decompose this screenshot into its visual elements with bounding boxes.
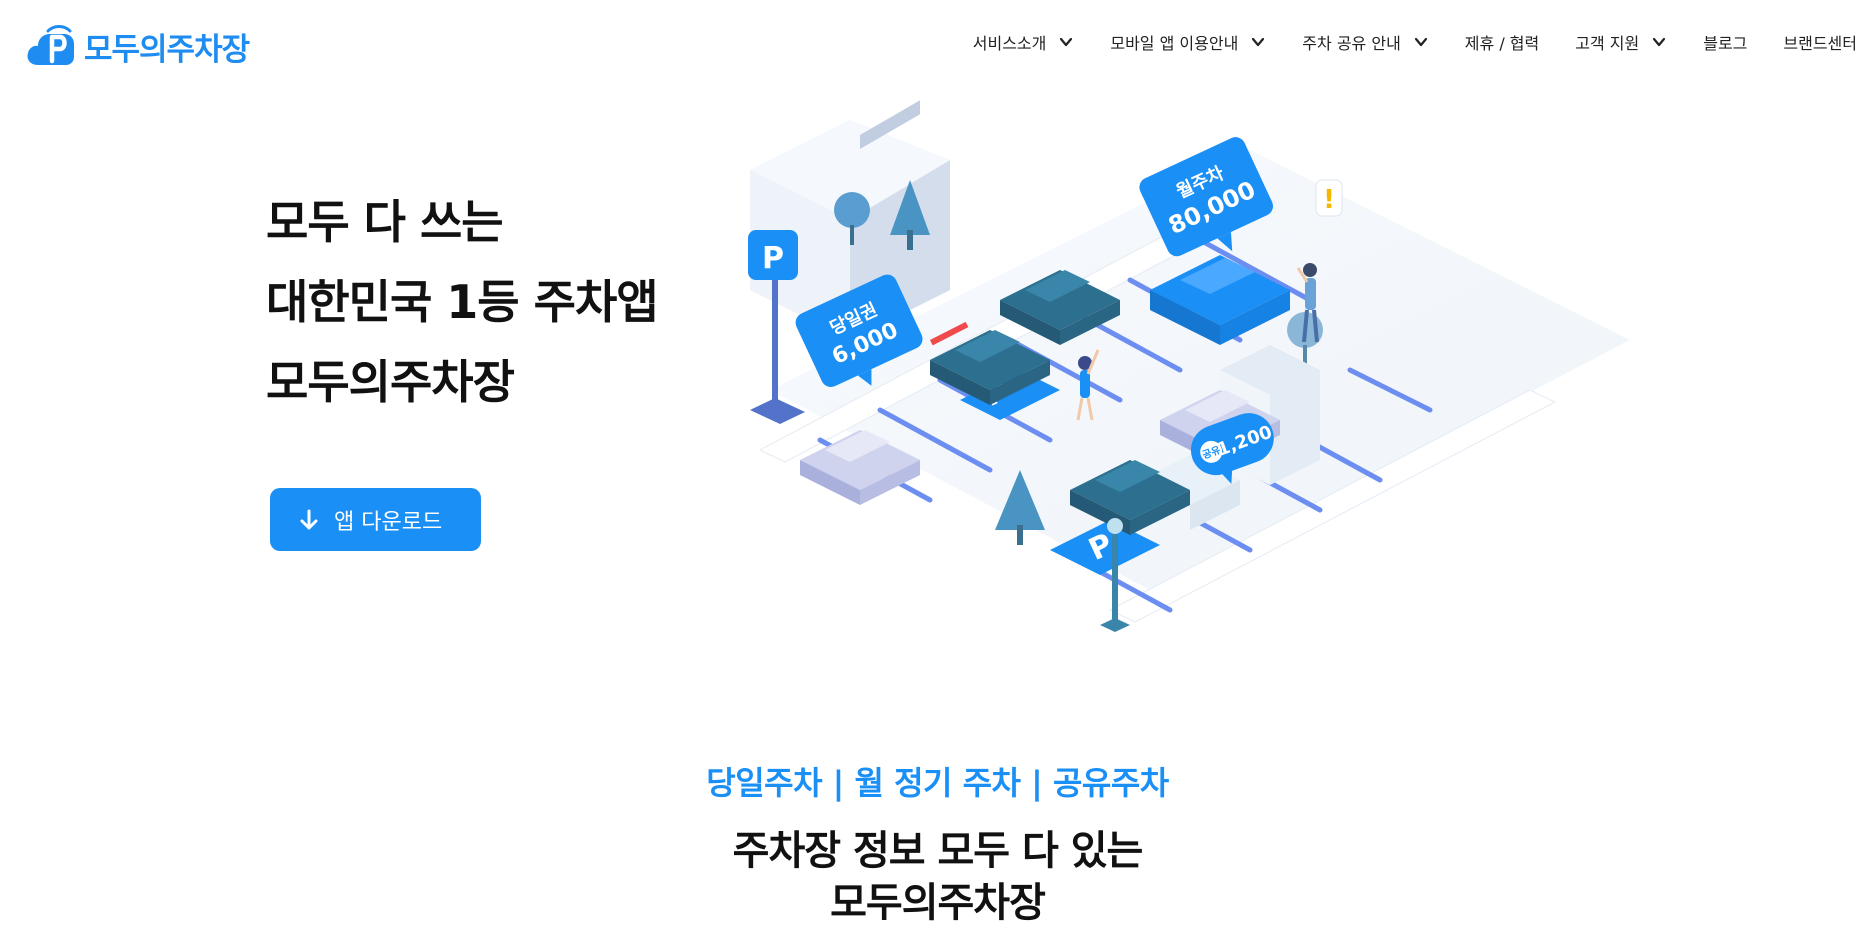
chevron-down-icon	[1414, 37, 1427, 47]
nav-item-brand-center[interactable]: 브랜드센터	[1783, 30, 1857, 54]
car-blue-monthly	[1150, 255, 1290, 345]
nav-item-label: 고객 지원	[1575, 34, 1640, 53]
lamp-post	[1100, 518, 1130, 632]
svg-text:!: !	[1323, 185, 1335, 215]
parking-lot-illustration: P P P	[748, 100, 1630, 632]
section-headline-line-1: 주차장 정보 모두 다 있는	[732, 828, 1144, 874]
nav-item-mobile-guide[interactable]: 모바일 앱 이용안내	[1110, 30, 1266, 54]
sign-daily: 당일권 6,000	[795, 274, 923, 387]
nav-item-parking-share[interactable]: 주차 공유 안내	[1302, 30, 1429, 54]
parking-sign-pole: P	[748, 230, 805, 424]
car-dark-1	[930, 321, 1050, 405]
person-man	[1296, 263, 1319, 343]
person-woman	[1076, 349, 1100, 421]
nav-item-label: 제휴 / 협력	[1464, 34, 1540, 53]
hero-line-3: 모두의주차장	[266, 355, 515, 409]
arrow-down-icon	[300, 509, 318, 529]
cloud-parking-icon	[27, 25, 74, 65]
hero-line-2: 대한민국 1등 주차앱	[266, 275, 659, 329]
sign-share: 공유 1,200	[1190, 413, 1275, 484]
nav-item-partnership[interactable]: 제휴 / 협력	[1465, 30, 1539, 54]
tree-1	[890, 180, 930, 250]
chevron-down-icon	[1252, 37, 1265, 47]
nav-item-label: 모바일 앱 이용안내	[1110, 34, 1239, 53]
site-header: 모두의주차장 서비스소개 모바일 앱 이용안내 주차 공유 안내 제휴 / 협력 고객 …	[0, 0, 1875, 96]
car-dark-3	[1070, 460, 1190, 535]
chevron-down-icon	[1060, 37, 1073, 47]
svg-text:공유: 공유	[1201, 444, 1222, 462]
app-download-label: 앱 다운로드	[334, 509, 443, 535]
nav-item-label: 브랜드센터	[1783, 34, 1857, 53]
sign-monthly: 월주차 80,000	[1139, 137, 1273, 257]
section-headline-line-2: 모두의주차장	[830, 880, 1046, 926]
chevron-down-icon	[1653, 37, 1666, 47]
hero-text: 모두 다 쓰는 대한민국 1등 주차앱 모두의주차장	[266, 182, 659, 422]
tree-2	[995, 470, 1045, 545]
alert-bubble: !	[1315, 179, 1343, 217]
section-subtitle: 당일주차 | 월 정기 주차 | 공유주차	[706, 764, 1169, 802]
nav-item-label: 서비스소개	[972, 34, 1047, 53]
logo-text: 모두의주차장	[84, 31, 250, 68]
hero-line-1: 모두 다 쓰는	[266, 195, 504, 249]
nav-item-label: 블로그	[1703, 34, 1748, 53]
app-download-button[interactable]: 앱 다운로드	[270, 488, 481, 551]
car-dark-2	[1000, 270, 1120, 345]
main-nav: 서비스소개 모바일 앱 이용안내 주차 공유 안내 제휴 / 협력 고객 지원 블로그 브랜…	[937, 30, 1857, 54]
car-light-1	[800, 430, 920, 505]
nav-item-label: 주차 공유 안내	[1302, 34, 1401, 53]
nav-item-blog[interactable]: 블로그	[1703, 30, 1747, 54]
logo[interactable]: 모두의주차장	[26, 24, 250, 68]
svg-text:P: P	[762, 241, 784, 276]
nav-item-service-intro[interactable]: 서비스소개	[973, 30, 1075, 54]
nav-item-support[interactable]: 고객 지원	[1575, 30, 1667, 54]
